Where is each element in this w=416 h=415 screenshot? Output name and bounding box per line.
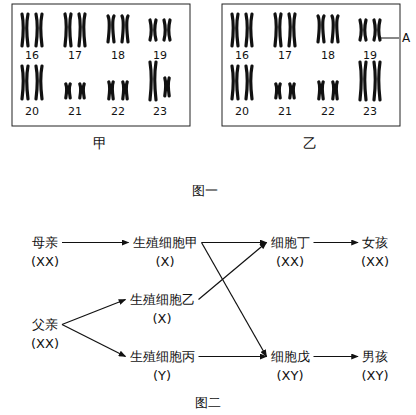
chromosome-formula: (XX) [361,252,389,271]
chromosome-number: 23 [363,105,377,118]
chromosome [289,14,295,46]
step-name: 母亲 [31,233,59,252]
step-name: 生殖细胞丙 [130,347,195,366]
step-name: 生殖细胞乙 [130,290,195,309]
chromosome-number: 22 [321,105,335,118]
step-name: 女孩 [361,233,389,252]
chromosome [150,20,156,40]
chromosome [374,62,380,100]
karyotype-panel [12,4,190,126]
arrow-connector [314,242,359,243]
chromosome-formula: (X) [130,309,195,328]
flow-step: 生殖细胞甲(X) [133,233,198,271]
chromosome [275,14,281,46]
arrow-connector [62,300,126,325]
chromosome-number: 17 [278,49,292,62]
chromosome [66,84,70,98]
flow-step: 母亲(XX) [31,233,59,271]
chromosome [165,78,169,96]
flow-step: 细胞丁(XX) [271,233,310,271]
step-name: 父亲 [31,315,59,334]
chromosome-number: 20 [235,105,249,118]
chromosome [332,16,338,42]
panel-label: 甲 [93,137,107,150]
chromosome-number: 18 [111,49,125,62]
chromosome [276,84,280,98]
chromosome [109,82,113,99]
panel-label: A [402,32,410,45]
flow-step: 女孩(XX) [361,233,389,271]
chromosome-number: 16 [235,49,249,62]
chromosome [246,14,252,46]
chromosome [246,66,252,99]
chromosome [360,20,366,40]
chromosome [318,16,324,42]
chromosome [319,82,323,99]
chromosome-formula: (X) [133,252,198,271]
chromosome [232,14,238,46]
flow-step: 生殖细胞丙(Y) [130,347,195,385]
chromosome-formula: (XX) [31,252,59,271]
step-name: 细胞戊 [271,347,310,366]
leader-line [381,38,399,39]
arrow-connector [62,325,126,357]
chromosome [22,66,28,99]
chromosome-number: 21 [278,105,292,118]
chromosome-number: 21 [68,105,82,118]
panel-label: 乙 [303,137,317,150]
chromosome-number: 20 [25,105,39,118]
chromosome [79,14,85,46]
chromosome [164,20,170,40]
flow-step: 细胞戊(XY) [271,347,310,385]
chromosome-formula: (XX) [271,252,310,271]
chromosome [36,66,42,99]
chromosome-formula: (XY) [271,366,310,385]
flow-step: 男孩(XY) [362,347,389,385]
chromosome [333,82,337,99]
chromosome [22,14,28,46]
chromosome-number: 23 [153,105,167,118]
chromosome [36,14,42,46]
flow-step: 生殖细胞乙(X) [130,290,195,328]
step-name: 生殖细胞甲 [133,233,198,252]
chromosome [123,82,127,99]
arrow-connector [199,243,267,300]
chromosome-formula: (XY) [362,366,389,385]
arrow-connector [62,242,129,243]
chromosome [360,62,366,100]
chromosome [122,16,128,42]
figure-caption: 图一 [192,184,218,197]
chromosome-formula: (Y) [130,366,195,385]
chromosome [65,14,71,46]
chromosome-number: 18 [321,49,335,62]
chromosome-formula: (XX) [31,334,59,353]
arrow-connector [202,242,267,243]
chromosome-number: 17 [68,49,82,62]
chromosomes [22,14,380,100]
arrow-connector [199,356,267,357]
chromosome-number: 19 [363,49,377,62]
chromosome [232,66,238,99]
chromosome-number: 16 [25,49,39,62]
step-name: 细胞丁 [271,233,310,252]
figure-caption: 图二 [195,396,221,409]
chromosome-number: 22 [111,105,125,118]
chromosome [374,20,380,40]
chromosome-number: 19 [153,49,167,62]
chromosome [290,84,294,98]
flow-step: 父亲(XX) [31,315,59,353]
chromosome [150,62,156,100]
chromosome [108,16,114,42]
arrow-connector [314,356,359,357]
chromosome [80,84,84,98]
karyotype-panel [222,4,400,126]
step-name: 男孩 [362,347,389,366]
arrow-connector [202,243,267,357]
